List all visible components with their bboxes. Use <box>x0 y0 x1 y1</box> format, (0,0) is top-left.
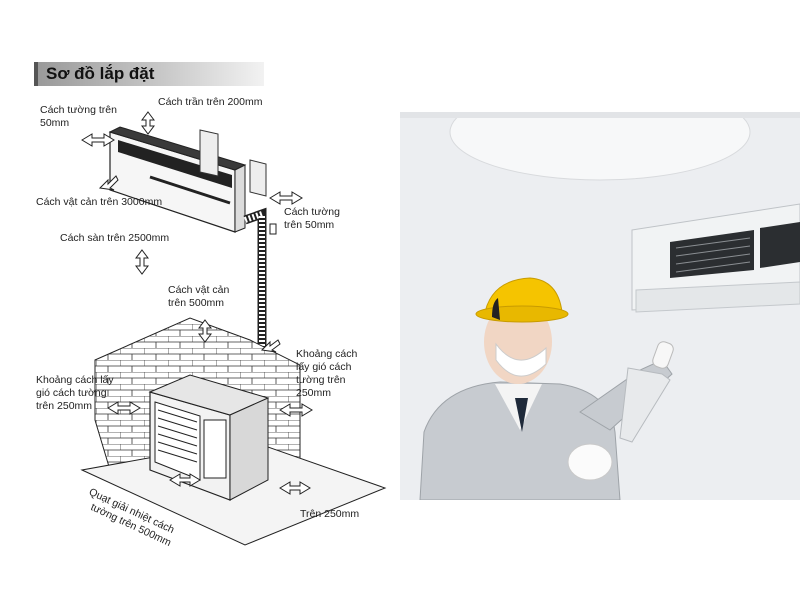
label-wall-right: Cách tường trên 50mm <box>284 206 340 232</box>
label-wall-right-line1: Cách tường <box>284 206 340 218</box>
label-wall-left-line2: 50mm <box>40 117 70 129</box>
label-ceiling: Cách trần trên 200mm <box>158 96 263 108</box>
ac-indoor-unit <box>631 203 800 313</box>
label-intake-right: Khoảng cách lấy gió cách tường trên 250m… <box>296 348 357 400</box>
label-obstacle-top-line2: trên 500mm <box>168 297 225 309</box>
clearance-arrows <box>81 111 313 495</box>
label-obstacle-top: Cách vật cản trên 500mm <box>168 284 229 310</box>
label-intake-left-line2: gió cách tường <box>36 387 107 399</box>
diagram-title: Sơ đồ lắp đặt <box>46 64 155 83</box>
technician-figure <box>419 277 674 501</box>
label-intake-left-line1: Khoảng cách lấy <box>36 374 114 386</box>
label-obstacle-front: Cách vật cản trên 3000mm <box>36 196 163 208</box>
indoor-unit <box>108 126 267 233</box>
label-intake-right-line2: lấy gió cách <box>296 361 352 373</box>
installation-diagram: Sơ đồ lắp đặt <box>34 62 387 549</box>
outdoor-unit <box>148 374 270 501</box>
technician-photo-illustration <box>400 83 800 501</box>
label-wall-left: Cách tường trên 50mm <box>40 104 117 130</box>
label-obstacle-top-line1: Cách vật cản <box>168 284 230 296</box>
label-intake-right-line4: 250mm <box>296 387 332 399</box>
label-wall-left-line1: Cách tường trên <box>40 104 117 116</box>
label-wall-right-line2: trên 50mm <box>284 219 335 231</box>
label-bottom-right: Trên 250mm <box>300 508 360 520</box>
diagram-drawing <box>80 111 387 546</box>
label-intake-left: Khoảng cách lấy gió cách tường trên 250m… <box>36 374 114 413</box>
technician-photo <box>400 83 800 501</box>
label-intake-right-line3: tường trên <box>296 374 346 386</box>
label-floor: Cách sàn trên 2500mm <box>60 232 170 244</box>
label-intake-right-line1: Khoảng cách <box>296 348 358 360</box>
label-intake-left-line3: trên 250mm <box>36 400 93 412</box>
diagram-title-bar: Sơ đồ lắp đặt <box>34 62 264 86</box>
